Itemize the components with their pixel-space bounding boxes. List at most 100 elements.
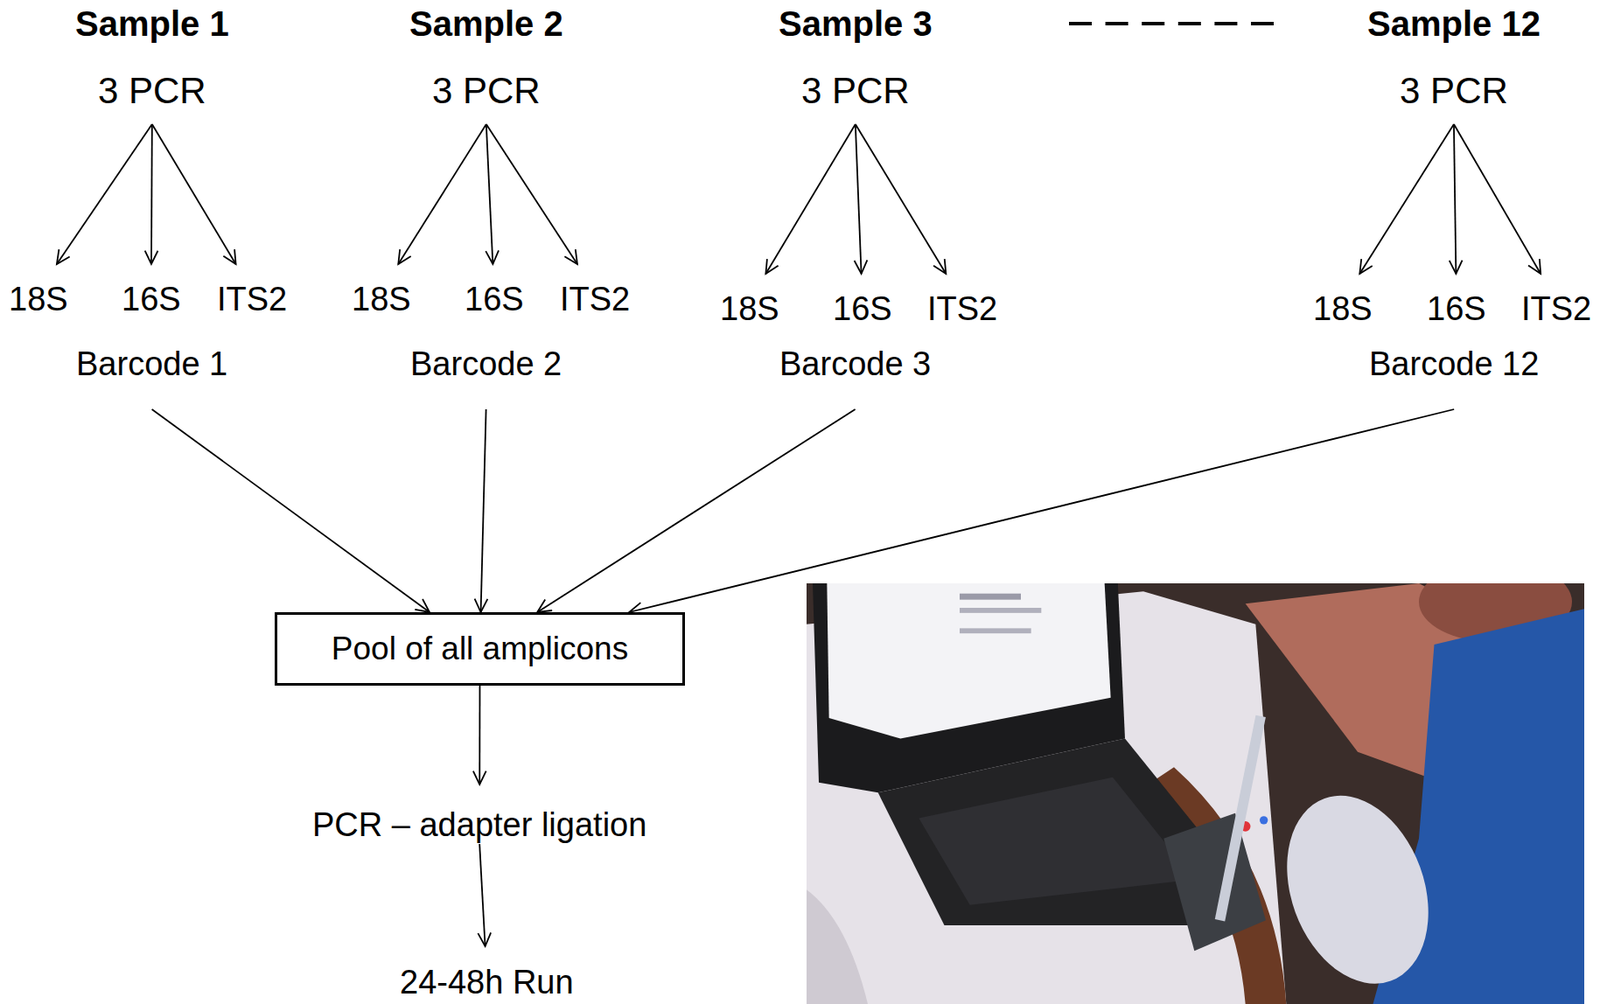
screen-text (959, 593, 1021, 601)
arrow-head (1449, 260, 1463, 274)
node-text: 16S (832, 289, 893, 329)
arrow-line (1453, 124, 1456, 274)
arrow-head (477, 932, 491, 947)
arrow-head (765, 258, 778, 274)
flow-arrow (1453, 124, 1541, 274)
photo-background (806, 583, 1585, 1004)
node-text: ITS2 (559, 279, 630, 319)
flow-arrow (485, 124, 499, 265)
status-led (1259, 816, 1268, 825)
node-text: 24-48h Run (399, 964, 574, 1001)
flow-arrow (152, 124, 237, 265)
arrow-head (223, 249, 236, 265)
laptop-screen (826, 583, 1111, 739)
arrow-line (486, 124, 578, 265)
node-text: 16S (121, 279, 182, 319)
barcode-label: Barcode 2 (410, 344, 562, 410)
sequencer-device (1163, 813, 1266, 952)
marker-label: 18S (351, 264, 412, 319)
arrow-line (479, 844, 485, 947)
marker-label: 18S (8, 264, 69, 319)
sample-title: Sample 12 (1367, 3, 1541, 44)
marker-label: 16S (464, 264, 525, 319)
node-text: ITS2 (927, 289, 998, 329)
step-label: PCR – adapter ligation (312, 784, 647, 845)
process-box: Pool of all amplicons (274, 612, 685, 686)
gloved-hand (1262, 775, 1454, 1004)
barcode-label: Barcode 3 (779, 344, 931, 410)
sample-title: Sample 1 (75, 3, 230, 44)
flow-arrow (855, 124, 947, 274)
arrow-line (1453, 124, 1541, 274)
sample-title: Sample 2 (409, 3, 564, 44)
arrow-head (1528, 258, 1541, 274)
arrow-line (855, 124, 862, 274)
flow-arrow (1449, 124, 1463, 274)
node-text: Barcode 12 (1369, 344, 1539, 384)
arrow-line (537, 409, 855, 613)
node-text: 16S (464, 279, 525, 319)
flow-arrow (628, 409, 1454, 616)
flow-arrow (152, 409, 430, 613)
field-photo (806, 583, 1585, 1004)
arrow-head (473, 771, 487, 785)
flow-arrow (145, 124, 159, 265)
arrow-line (398, 124, 487, 265)
barcode-label: Barcode 12 (1369, 344, 1539, 410)
arrow-head (398, 249, 411, 265)
node-text: Barcode 2 (410, 344, 562, 384)
sample-header: Sample 2 3 PCR (409, 3, 564, 125)
node-text: 3 PCR (409, 69, 564, 112)
arrow-line (152, 124, 237, 265)
node-text: 18S (351, 279, 412, 319)
arrow-head (933, 258, 946, 274)
marker-label: 18S (1313, 273, 1373, 329)
node-text: 16S (1426, 289, 1487, 329)
arrow-head (485, 250, 499, 265)
arrow-line (1359, 124, 1454, 274)
arrow-head (414, 599, 430, 613)
marker-label: ITS2 (927, 273, 998, 329)
sample-header: Sample 33 PCR (778, 3, 933, 125)
flow-arrow (56, 124, 153, 265)
step-label: 24-48h Run (399, 946, 574, 1001)
flow-arrow (477, 844, 491, 947)
arrow-head (475, 599, 489, 613)
keys (918, 777, 1195, 906)
arrow-line (152, 409, 430, 613)
marker-label: 16S (121, 264, 182, 319)
arrow-line (150, 124, 154, 265)
node-text: 18S (8, 279, 69, 319)
arrow-line (56, 124, 153, 265)
node-text: Barcode 3 (779, 344, 931, 384)
node-text: ITS2 (216, 279, 287, 319)
arrow-line (478, 685, 481, 785)
arrow-line (628, 409, 1454, 613)
flow-arrow (475, 409, 489, 613)
node-text: 18S (1313, 289, 1373, 329)
pipette (1220, 716, 1262, 921)
arrow-line (765, 124, 855, 274)
screen-text (959, 607, 1042, 614)
node-text: 18S (719, 289, 780, 329)
node-text: ITS2 (1521, 289, 1592, 329)
sample-header: Sample 13 PCR (75, 3, 230, 125)
arrow-line (486, 124, 494, 265)
arrow-line (855, 124, 947, 274)
node-text: 3 PCR (778, 69, 933, 112)
flow-arrow (1359, 124, 1454, 274)
marker-label: 18S (719, 273, 780, 329)
marker-label: 16S (1426, 273, 1487, 329)
screen-text (959, 628, 1032, 634)
node-text: 3 PCR (1367, 69, 1541, 112)
arrow-head (564, 249, 578, 265)
ellipsis-dashes (1068, 21, 1274, 26)
marker-label: ITS2 (216, 264, 287, 319)
table-item (806, 889, 868, 1004)
flow-arrow (473, 685, 487, 785)
arrow-head (1359, 258, 1372, 274)
arrow-head (145, 251, 159, 265)
arrow-line (481, 409, 487, 613)
